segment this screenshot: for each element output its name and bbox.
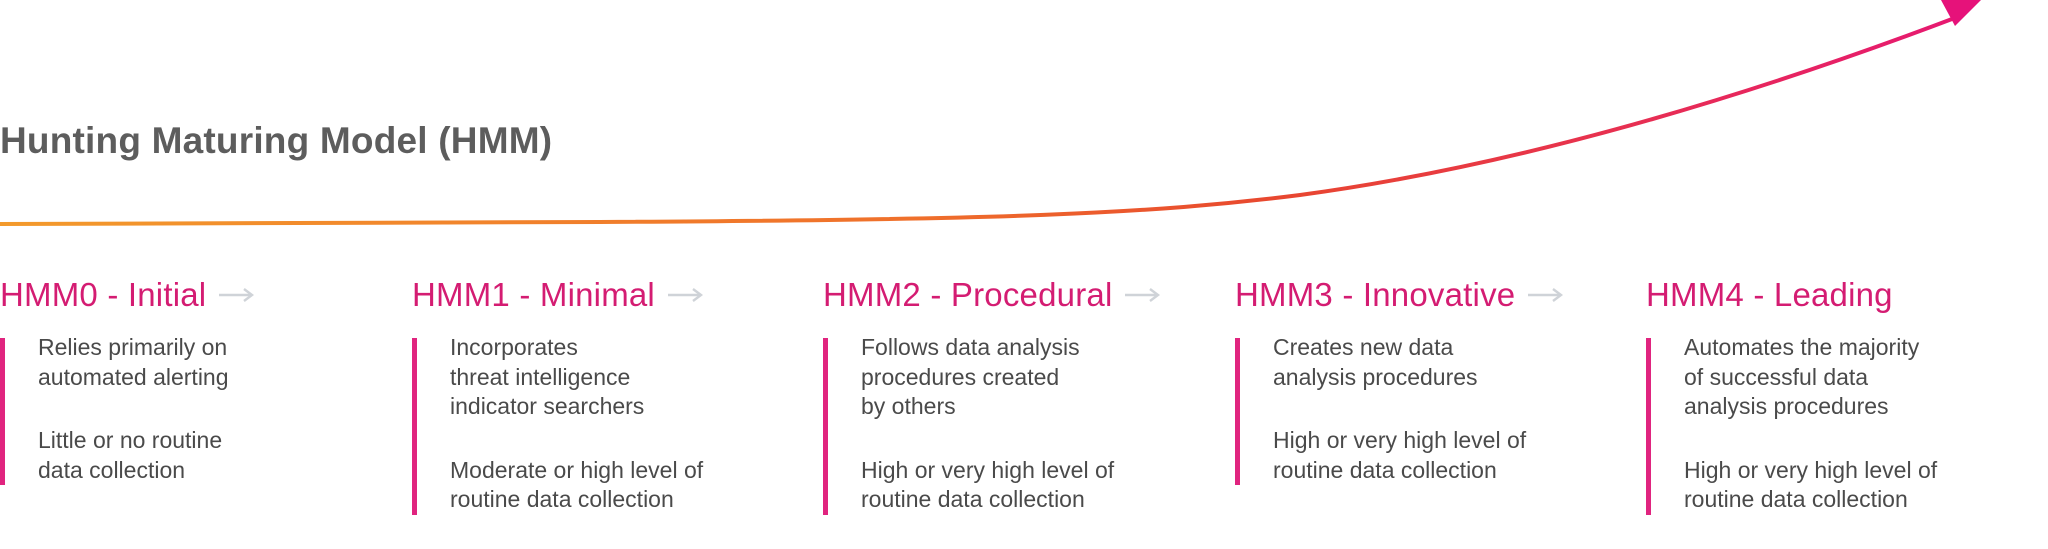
stage-point: High or very high level of routine data …	[861, 456, 1115, 513]
stage-title: HMM0 - Initial	[0, 276, 207, 313]
stage-heading: HMM0 - Initial	[0, 272, 400, 318]
stage-description: Creates new data analysis procedures Hig…	[1235, 334, 1635, 485]
stage-heading: HMM1 - Minimal	[412, 272, 812, 318]
stage-point: Incorporates threat intelligence indicat…	[450, 334, 645, 419]
stage-hmm3: HMM3 - Innovative Creates new data analy…	[1235, 272, 1635, 485]
maturity-curve-arrowhead	[1941, 0, 1981, 26]
maturity-curve-line	[0, 14, 1962, 226]
stage-point: Creates new data analysis procedures	[1273, 334, 1478, 390]
stage-hmm0: HMM0 - Initial Relies primarily on autom…	[0, 272, 400, 485]
stage-title: HMM2 - Procedural	[823, 276, 1113, 313]
arrow-right-icon	[1528, 288, 1564, 302]
stage-heading: HMM3 - Innovative	[1235, 272, 1635, 318]
stage-hmm4: HMM4 - Leading Automates the majority of…	[1646, 272, 2046, 515]
arrow-right-icon	[219, 288, 255, 302]
stage-point: Little or no routine data collection	[38, 427, 223, 483]
arrow-right-icon	[667, 288, 703, 302]
stage-heading: HMM2 - Procedural	[823, 272, 1223, 318]
stage-point: Automates the majority of successful dat…	[1684, 334, 1920, 419]
stage-list: HMM0 - Initial Relies primarily on autom…	[0, 272, 2048, 542]
stage-description: Incorporates threat intelligence indicat…	[412, 334, 812, 515]
stage-hmm2: HMM2 - Procedural Follows data analysis …	[823, 272, 1223, 515]
stage-point: Relies primarily on automated alerting	[38, 334, 229, 390]
stage-title: HMM1 - Minimal	[412, 276, 655, 313]
stage-heading: HMM4 - Leading	[1646, 272, 2046, 318]
arrow-right-icon	[1125, 288, 1161, 302]
stage-hmm1: HMM1 - Minimal Incorporates threat intel…	[412, 272, 812, 515]
stage-title: HMM4 - Leading	[1646, 276, 1893, 313]
page-title: Hunting Maturing Model (HMM)	[0, 120, 553, 161]
stage-description: Follows data analysis procedures created…	[823, 334, 1223, 515]
stage-description: Relies primarily on automated alerting L…	[0, 334, 400, 485]
stage-point: High or very high level of routine data …	[1273, 427, 1527, 483]
stage-title: HMM3 - Innovative	[1235, 276, 1516, 313]
stage-point: Moderate or high level of routine data c…	[450, 456, 704, 513]
stage-point: Follows data analysis procedures created…	[861, 334, 1080, 419]
stage-point: High or very high level of routine data …	[1684, 456, 1938, 513]
stage-description: Automates the majority of successful dat…	[1646, 334, 2046, 515]
